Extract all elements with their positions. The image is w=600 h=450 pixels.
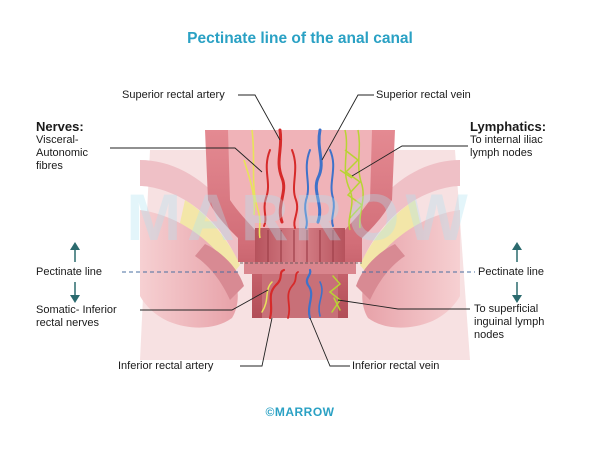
right-fat-pad	[360, 200, 422, 275]
right-down-arrow-icon	[512, 282, 522, 303]
label-superficial-line-1: To superficial	[474, 303, 539, 315]
leader-superior-artery	[238, 94, 281, 141]
inferior-vessels	[261, 268, 342, 320]
label-inferior-rectal-artery: Inferior rectal artery	[118, 360, 214, 372]
leader-inferior-artery	[240, 317, 273, 367]
label-inferior-rectal-vein: Inferior rectal vein	[352, 360, 440, 372]
left-buttock	[140, 210, 238, 328]
inferior-rectal-artery-vessel	[268, 268, 286, 320]
leader-nerves	[110, 147, 263, 173]
lymphatic-vessels	[339, 129, 364, 231]
leader-lymphatics	[351, 145, 468, 177]
label-superior-rectal-vein: Superior rectal vein	[376, 89, 471, 101]
right-up-arrow-icon	[512, 242, 522, 262]
label-nerves-line-3: fibres	[36, 160, 63, 172]
label-superficial-line-2: inguinal lymph	[474, 316, 545, 328]
right-sphincter	[356, 244, 405, 300]
right-buttock	[362, 210, 460, 328]
lower-anal-canal	[262, 272, 338, 318]
label-superior-rectal-artery: Superior rectal artery	[122, 89, 225, 101]
left-levator-muscle	[140, 160, 252, 262]
label-lymphatics-line-1: To internal iliac	[470, 134, 543, 146]
anal-columns	[255, 228, 345, 262]
label-nerves-heading: Nerves:	[36, 119, 84, 134]
label-lymphatics-line-2: lymph nodes	[470, 147, 533, 159]
right-levator-muscle	[348, 160, 460, 262]
label-pectinate-line-right: Pectinate line	[478, 266, 545, 278]
leader-lines	[110, 94, 475, 367]
watermark: MARROW	[126, 180, 474, 254]
pectinate-band	[244, 262, 356, 274]
leader-superior-vein	[321, 94, 374, 161]
label-lymphatics-heading: Lymphatics:	[470, 119, 547, 134]
leader-inferior-vein	[309, 317, 350, 367]
inferior-rectal-vein-vessel	[305, 268, 313, 320]
autonomic-nerves	[243, 129, 261, 239]
label-nerves-line-1: Visceral-	[36, 134, 79, 146]
superior-rectal-artery-vessel	[277, 128, 286, 224]
label-somatic-line-2: rectal nerves	[36, 317, 99, 329]
label-nerves-line-2: Autonomic	[36, 147, 88, 159]
leader-superficial-lymph	[337, 299, 470, 310]
left-sphincter	[195, 244, 244, 300]
label-pectinate-line-left: Pectinate line	[36, 266, 103, 278]
left-down-arrow-icon	[70, 282, 80, 303]
left-up-arrow-icon	[70, 242, 80, 262]
superior-vessels	[263, 128, 335, 229]
label-somatic-line-1: Somatic- Inferior	[36, 304, 117, 316]
leader-somatic-nerves	[140, 289, 269, 311]
label-superficial-line-3: nodes	[474, 329, 504, 341]
left-fat-pad	[178, 200, 240, 275]
footer-brand: ©MARROW	[265, 405, 335, 419]
superior-rectal-vein-vessel	[314, 128, 323, 224]
page-title: Pectinate line of the anal canal	[187, 30, 413, 47]
direction-arrows	[70, 242, 522, 303]
anal-column-lines	[267, 230, 334, 262]
